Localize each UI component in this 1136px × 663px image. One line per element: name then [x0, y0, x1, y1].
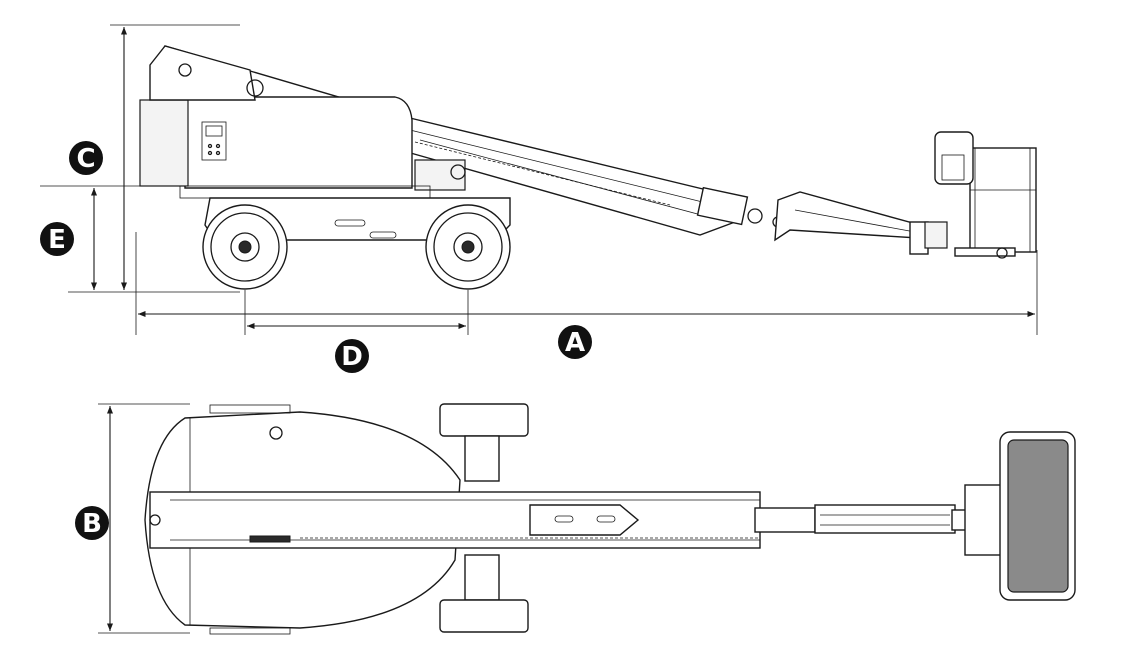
label-badge-b: B: [75, 506, 109, 540]
side-view: [40, 24, 1038, 335]
side-platform-basket: [934, 131, 1037, 259]
side-boom-chain: [414, 141, 671, 206]
side-wheel-front: [425, 204, 511, 290]
top-boom: [149, 491, 761, 549]
label-d-text: D: [341, 342, 363, 372]
label-e-text: E: [48, 225, 66, 255]
top-platform: [964, 431, 1076, 601]
label-a-text: A: [565, 328, 585, 358]
label-badge-c: C: [69, 141, 103, 175]
top-wheel-lower: [439, 554, 529, 633]
label-c-text: C: [76, 144, 95, 174]
top-view: [98, 403, 1076, 635]
label-badge-a: A: [558, 325, 592, 359]
top-extension-lines: [98, 403, 190, 634]
side-wheel-rear: [202, 204, 288, 290]
label-badge-e: E: [40, 222, 74, 256]
top-wheel-upper: [439, 403, 529, 482]
side-boom: [154, 45, 948, 255]
side-extension-lines: [40, 24, 1038, 335]
label-badge-d: D: [335, 339, 369, 373]
label-b-text: B: [82, 509, 102, 539]
top-jib: [754, 504, 969, 534]
side-turntable: [139, 45, 466, 191]
